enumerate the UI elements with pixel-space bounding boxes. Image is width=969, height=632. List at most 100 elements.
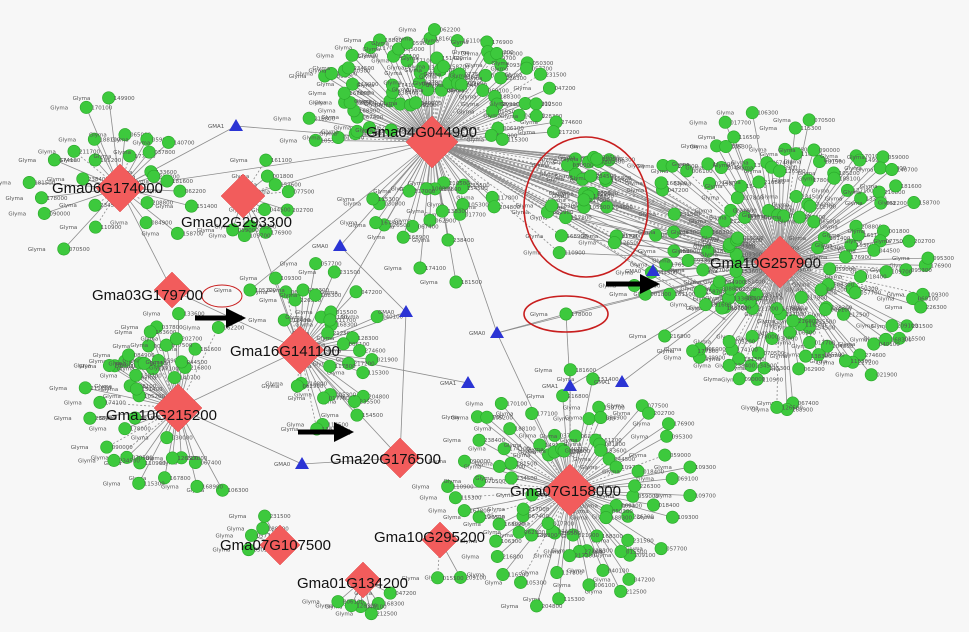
hub-node[interactable]: Gma16G141100 xyxy=(230,325,340,375)
hub-node[interactable]: Gma10G215200 xyxy=(106,383,217,433)
hub-node[interactable]: Gma20G176500 xyxy=(330,437,441,479)
triangle-node[interactable]: GMA1 xyxy=(440,376,475,388)
hub-node[interactable]: Gma06G174000 xyxy=(52,163,163,213)
hub-node[interactable]: Gma07G158000 xyxy=(510,463,621,517)
hub-node[interactable]: Gma02G293300 xyxy=(181,173,292,231)
